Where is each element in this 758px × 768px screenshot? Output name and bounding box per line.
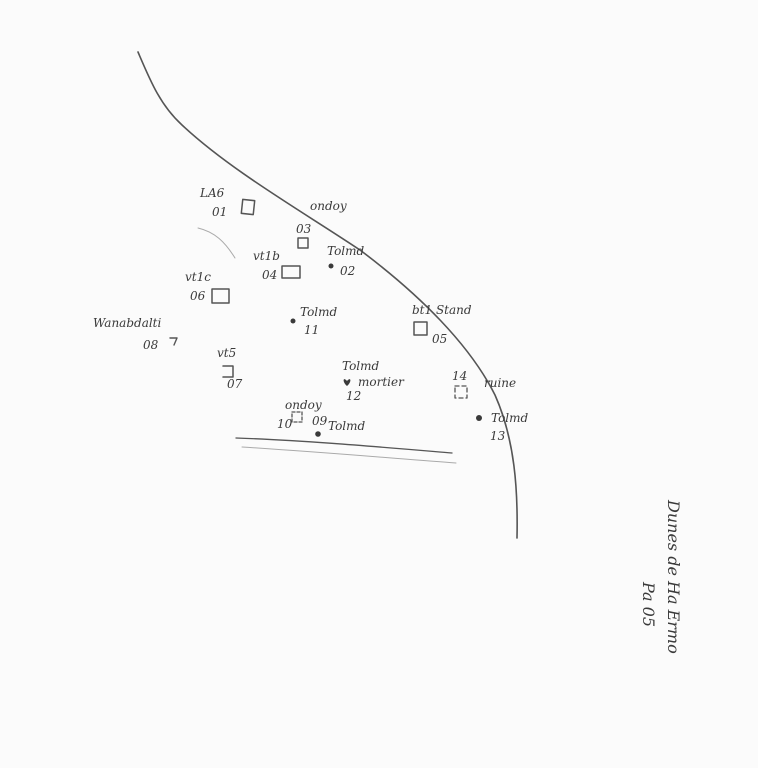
feature-06: vt1c 06 xyxy=(185,270,230,304)
feature-06-number: 06 xyxy=(190,289,206,303)
feature-02-dot xyxy=(328,263,334,269)
feature-01-number: 01 xyxy=(212,205,227,219)
feature-03-square xyxy=(297,237,309,249)
feature-10: ondoy 10 xyxy=(277,398,322,431)
feature-02: Tolmd 02 xyxy=(327,244,365,278)
feature-04-number: 04 xyxy=(262,268,277,282)
feature-11-dot xyxy=(290,318,296,324)
feature-13-dot xyxy=(476,415,482,421)
dune-boundary-line xyxy=(137,51,518,539)
feature-09-number: 09 xyxy=(312,414,328,428)
feature-12-heart xyxy=(343,379,351,386)
feature-07: vt5 07 xyxy=(217,346,243,391)
feature-13-side-label: Tolmd xyxy=(491,411,529,425)
feature-05-square xyxy=(413,321,428,336)
feature-08-top-label: Wanabdalti xyxy=(93,316,162,330)
road-line-lower xyxy=(241,446,457,464)
feature-14-dashed-square xyxy=(454,385,468,399)
feature-07-number: 07 xyxy=(227,377,243,391)
feature-11-top-label: Tolmd xyxy=(300,305,338,319)
feature-04-top-label: vt1b xyxy=(253,249,280,263)
feature-12-top-label: Tolmd xyxy=(342,359,380,373)
feature-03: 03 xyxy=(296,222,312,249)
feature-11: Tolmd 11 xyxy=(290,305,338,337)
feature-09: 09 Tolmd xyxy=(312,414,366,437)
road-line-upper xyxy=(235,437,453,454)
feature-01-square xyxy=(240,198,256,216)
feature-04: vt1b 04 xyxy=(253,249,301,282)
feature-14-side-label: ruine xyxy=(484,376,516,390)
feature-01-top-label: LA6 xyxy=(199,186,225,200)
feature-11-number: 11 xyxy=(304,323,319,337)
feature-05-top-label: bt1 Stand xyxy=(412,303,472,317)
feature-08: Wanabdalti 08 xyxy=(93,316,178,352)
side-note-title: Dunes de Ha Ermo xyxy=(664,499,683,654)
feature-14-number: 14 xyxy=(452,369,467,383)
faint-stroke xyxy=(197,227,236,259)
feature-07-bracket xyxy=(222,365,234,378)
feature-10-top-label: ondoy xyxy=(285,398,322,412)
feature-03-number: 03 xyxy=(296,222,312,236)
label-ondoy: ondoy xyxy=(310,199,347,213)
feature-07-top-label: vt5 xyxy=(217,346,236,360)
feature-01: LA6 01 xyxy=(199,186,256,219)
feature-14: 14 ruine xyxy=(452,369,516,399)
feature-10-dashed-square xyxy=(291,411,303,423)
feature-09-dot xyxy=(315,431,321,437)
feature-09-side-label: Tolmd xyxy=(328,419,366,433)
feature-04-square xyxy=(281,265,301,279)
feature-13: Tolmd 13 xyxy=(476,411,529,443)
feature-08-number: 08 xyxy=(143,338,159,352)
feature-12-number: 12 xyxy=(346,389,361,403)
feature-05-number: 05 xyxy=(432,332,447,346)
feature-06-square xyxy=(211,288,230,304)
side-note-code: Pa 05 xyxy=(639,581,658,627)
feature-02-top-label: Tolmd xyxy=(327,244,365,258)
feature-06-top-label: vt1c xyxy=(185,270,211,284)
feature-12-mid-label: mortier xyxy=(358,375,405,389)
feature-13-number: 13 xyxy=(490,429,506,443)
feature-10-number: 10 xyxy=(277,417,293,431)
feature-08-marker xyxy=(169,337,178,346)
feature-02-number: 02 xyxy=(340,264,355,278)
feature-12: Tolmd mortier 12 xyxy=(342,359,405,403)
feature-05: bt1 Stand 05 xyxy=(412,303,472,346)
